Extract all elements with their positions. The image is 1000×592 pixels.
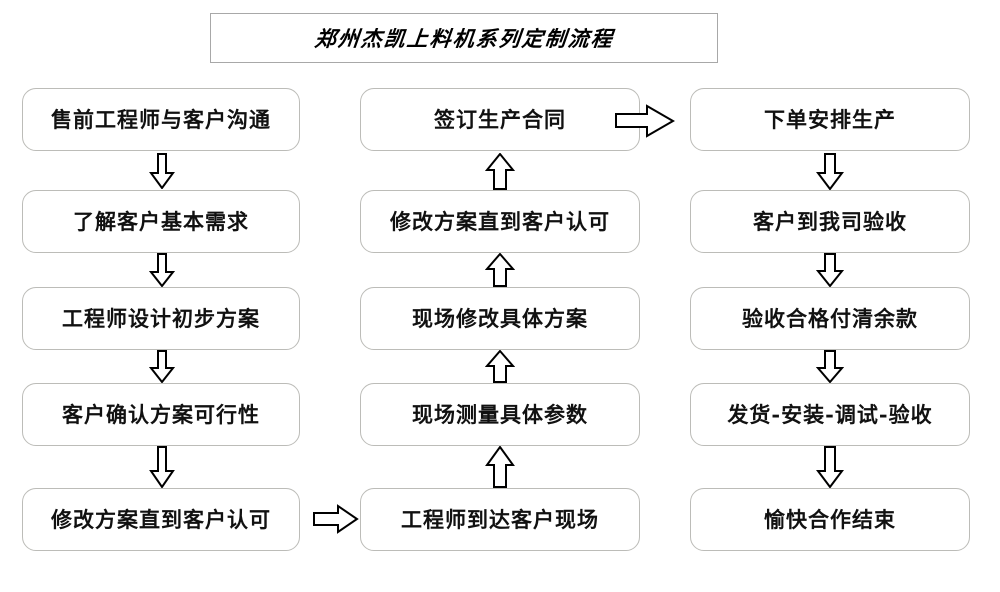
node-label: 客户确认方案可行性 [62,402,260,427]
node-col2-step4[interactable]: 现场测量具体参数 [360,383,640,446]
node-label: 客户到我司验收 [753,209,907,234]
page-title: 郑州杰凯上料机系列定制流程 [313,26,615,51]
node-col2-step1[interactable]: 签订生产合同 [360,88,640,151]
node-col3-step3[interactable]: 验收合格付清余款 [690,287,970,350]
diagram-title-box: 郑州杰凯上料机系列定制流程 [210,13,718,63]
arrow-down-icon-col1-3 [149,350,175,383]
node-label: 修改方案直到客户认可 [390,209,610,234]
node-col3-step5[interactable]: 愉快合作结束 [690,488,970,551]
node-col3-step1[interactable]: 下单安排生产 [690,88,970,151]
arrow-down-icon-col3-3 [816,350,844,383]
arrow-down-icon-col1-1 [149,153,175,189]
arrow-down-icon-col1-4 [149,446,175,488]
node-col2-step5[interactable]: 工程师到达客户现场 [360,488,640,551]
arrow-down-icon-col3-1 [816,153,844,190]
arrow-up-icon-col2-4 [485,446,515,488]
arrow-up-icon-col2-3 [485,350,515,383]
node-label: 愉快合作结束 [764,507,896,532]
arrow-down-icon-col1-2 [149,253,175,287]
node-col1-step5[interactable]: 修改方案直到客户认可 [22,488,300,551]
node-col1-step2[interactable]: 了解客户基本需求 [22,190,300,253]
node-col2-step2[interactable]: 修改方案直到客户认可 [360,190,640,253]
node-label: 下单安排生产 [764,107,896,132]
node-label: 工程师设计初步方案 [62,306,260,331]
node-col1-step1[interactable]: 售前工程师与客户沟通 [22,88,300,151]
node-col3-step2[interactable]: 客户到我司验收 [690,190,970,253]
node-label: 现场测量具体参数 [412,402,588,427]
node-col2-step3[interactable]: 现场修改具体方案 [360,287,640,350]
node-label: 工程师到达客户现场 [401,507,599,532]
node-label: 发货-安装-调试-验收 [727,402,933,427]
arrow-up-icon-col2-2 [485,253,515,287]
node-label: 了解客户基本需求 [73,209,249,234]
node-col3-step4[interactable]: 发货-安装-调试-验收 [690,383,970,446]
arrow-right-icon-col1-to-col2 [313,503,359,535]
arrow-right-icon-col2-to-col3 [615,104,675,138]
node-col1-step4[interactable]: 客户确认方案可行性 [22,383,300,446]
arrow-down-icon-col3-2 [816,253,844,287]
node-label: 验收合格付清余款 [742,306,918,331]
arrow-up-icon-col2-1 [485,153,515,190]
node-label: 现场修改具体方案 [412,306,588,331]
node-label: 修改方案直到客户认可 [51,507,271,532]
node-label: 售前工程师与客户沟通 [51,107,271,132]
arrow-down-icon-col3-4 [816,446,844,488]
node-col1-step3[interactable]: 工程师设计初步方案 [22,287,300,350]
node-label: 签订生产合同 [434,107,566,132]
